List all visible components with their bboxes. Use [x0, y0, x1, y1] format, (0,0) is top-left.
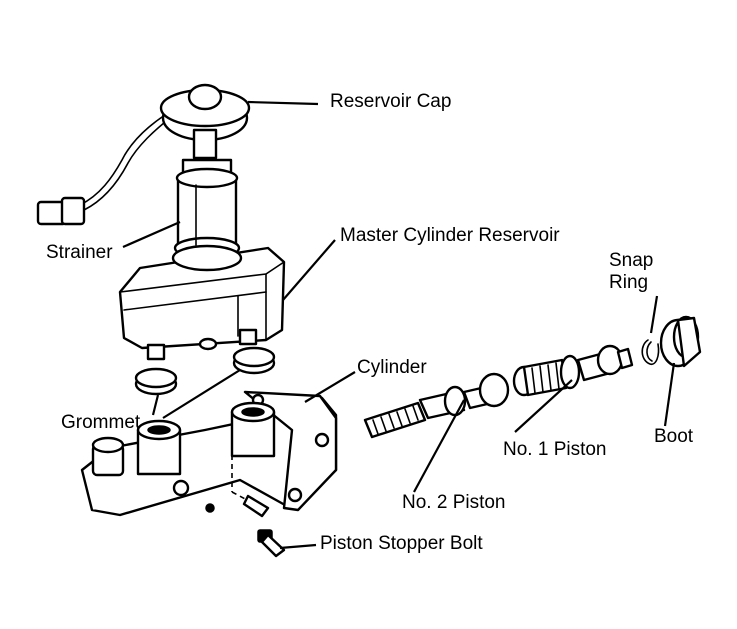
piston-stopper-bolt-illustration: [257, 529, 286, 558]
boot-illustration: [659, 315, 702, 368]
grommet-label: Grommet: [61, 412, 141, 433]
boot-label: Boot: [654, 426, 694, 447]
no2-piston-illustration: [363, 372, 510, 439]
cylinder-label: Cylinder: [357, 357, 427, 378]
reservoir-cap-illustration: [36, 83, 251, 226]
leader-lines: [122, 100, 676, 550]
reservoir-cap-label: Reservoir Cap: [330, 91, 452, 112]
strainer-illustration: [173, 158, 241, 260]
strainer-label: Strainer: [46, 242, 113, 263]
cylinder-body-illustration: [80, 390, 338, 518]
no1-piston-label: No. 1 Piston: [503, 439, 607, 460]
piston-stopper-bolt-label: Piston Stopper Bolt: [320, 533, 483, 554]
no1-piston-illustration: [512, 344, 634, 397]
no2-piston-label: No. 2 Piston: [402, 492, 506, 513]
reservoir-tank-illustration: [118, 244, 286, 361]
snap-ring-illustration: [641, 339, 660, 366]
grommets-illustration: [134, 346, 276, 396]
snap-ring-label: Snap Ring: [609, 250, 654, 293]
master-cylinder-reservoir-label: Master Cylinder Reservoir: [340, 225, 560, 246]
